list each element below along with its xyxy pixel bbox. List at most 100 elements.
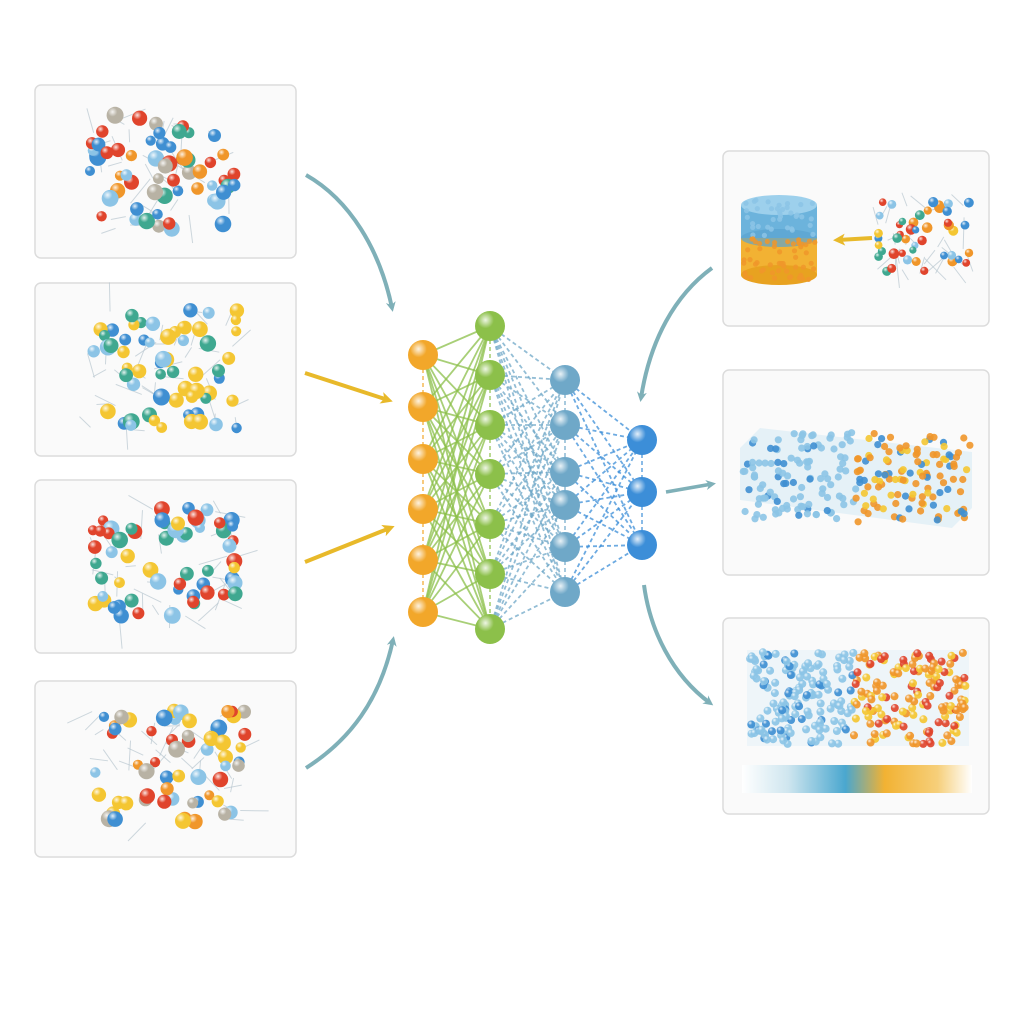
source-atom-cluster xyxy=(872,192,974,288)
output-panels xyxy=(722,150,990,815)
atom xyxy=(200,585,215,600)
network-node xyxy=(627,425,657,455)
input-arrows xyxy=(304,173,397,770)
atom xyxy=(146,184,163,201)
input-arrow-1 xyxy=(305,173,396,312)
atom xyxy=(212,364,225,378)
atom xyxy=(888,248,900,259)
atom xyxy=(231,422,242,434)
atom xyxy=(132,110,148,126)
atom xyxy=(90,557,102,570)
atom xyxy=(107,601,121,614)
network-node xyxy=(627,477,657,507)
atom xyxy=(220,760,231,772)
atom xyxy=(238,727,252,741)
atom xyxy=(91,137,106,152)
atom xyxy=(168,740,186,758)
atom xyxy=(943,218,953,227)
network-connections xyxy=(422,325,643,630)
network-node xyxy=(475,509,505,539)
atom xyxy=(95,571,109,585)
atom xyxy=(160,328,177,345)
atom xyxy=(192,321,208,338)
atom xyxy=(110,142,126,158)
atom xyxy=(155,350,172,368)
atom xyxy=(160,782,174,796)
atom xyxy=(99,330,110,341)
network-node xyxy=(550,577,580,607)
atom xyxy=(942,206,952,216)
atom xyxy=(222,538,237,553)
input-arrow-2 xyxy=(304,371,393,404)
network-node xyxy=(408,392,438,422)
atom xyxy=(183,303,198,318)
atom xyxy=(181,165,197,180)
atom xyxy=(204,156,217,169)
atom xyxy=(235,742,246,753)
network-node xyxy=(550,490,580,520)
atom xyxy=(130,202,144,216)
atom xyxy=(105,546,118,559)
atom xyxy=(132,607,145,620)
neural-network xyxy=(408,311,657,644)
atom xyxy=(208,129,221,142)
atom xyxy=(114,709,129,725)
atom xyxy=(192,164,208,179)
atom-cluster-1 xyxy=(85,106,241,244)
atom xyxy=(125,419,137,431)
atom xyxy=(947,250,957,260)
atom xyxy=(168,392,184,408)
atom xyxy=(157,794,172,809)
atom xyxy=(877,247,887,256)
atom xyxy=(202,564,214,577)
atom xyxy=(227,586,243,602)
atom xyxy=(214,215,232,233)
atom xyxy=(172,185,184,197)
input-arrow-3 xyxy=(304,525,395,564)
atom xyxy=(180,566,194,581)
atom xyxy=(157,158,173,174)
atom xyxy=(154,501,170,517)
atom xyxy=(159,770,174,785)
atom xyxy=(212,771,229,788)
atom xyxy=(119,796,134,811)
atom xyxy=(191,182,204,195)
network-node xyxy=(408,597,438,627)
atom xyxy=(163,607,181,624)
atom xyxy=(149,573,167,590)
atom xyxy=(85,166,95,176)
atom xyxy=(216,184,232,200)
atom xyxy=(107,811,123,827)
atom xyxy=(185,390,199,403)
network-node xyxy=(550,365,580,395)
atom xyxy=(874,241,883,250)
atom xyxy=(117,345,130,359)
atom xyxy=(176,149,193,166)
atom xyxy=(98,711,110,723)
atom xyxy=(163,217,176,230)
atom xyxy=(166,365,180,379)
atom xyxy=(914,210,925,221)
atom-cluster-4 xyxy=(67,703,269,842)
atom xyxy=(90,767,101,778)
network-node xyxy=(475,614,505,644)
atom xyxy=(152,388,170,406)
atom xyxy=(960,220,970,230)
atom xyxy=(227,575,243,591)
atom xyxy=(172,769,186,783)
atom-cluster-2 xyxy=(79,282,252,450)
atom xyxy=(874,228,883,238)
atom xyxy=(228,178,241,192)
atom xyxy=(962,259,971,267)
atom xyxy=(898,249,906,257)
network-node xyxy=(475,559,505,589)
atom xyxy=(221,705,235,719)
atom xyxy=(200,743,214,756)
atom xyxy=(923,206,932,215)
atom xyxy=(145,135,156,146)
slab-structure-icon xyxy=(739,428,974,528)
atom xyxy=(124,593,139,608)
atom xyxy=(218,749,233,765)
output-arrow-middle xyxy=(665,480,716,494)
atom xyxy=(228,561,240,574)
